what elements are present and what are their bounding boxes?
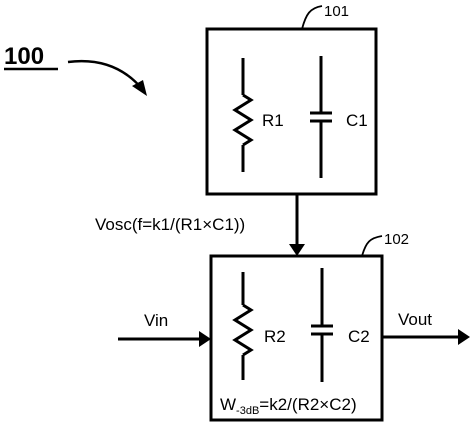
vin-label: Vin	[144, 311, 168, 330]
resistor-r2-label: R2	[264, 327, 286, 346]
reference-101-label: 101	[324, 3, 349, 20]
resistor-r1-label: R1	[262, 111, 284, 130]
reference-100-label: 100	[4, 43, 44, 70]
vout-label: Vout	[398, 310, 432, 329]
vosc-arrowhead	[289, 244, 305, 256]
bandwidth-subscript: -3dB	[236, 405, 259, 417]
capacitor-c2-label: C2	[348, 327, 370, 346]
reference-100-arrowhead	[132, 80, 147, 96]
resistor-r1	[232, 58, 254, 172]
reference-102-label: 102	[384, 231, 409, 248]
vosc-label: Vosc(f=k1/(R1×C1))	[95, 215, 245, 234]
reference-102-leader	[361, 235, 383, 257]
vout-arrowhead	[458, 329, 470, 345]
capacitor-c2	[311, 268, 333, 382]
reference-101-leader	[301, 5, 323, 30]
bandwidth-formula: W-3dB=k2/(R2×C2)	[220, 395, 357, 417]
bandwidth-prefix: W	[220, 395, 236, 414]
capacitor-c1	[310, 56, 332, 178]
reference-100-arrow	[67, 59, 144, 91]
vin-arrowhead	[199, 331, 211, 347]
oscillator-box	[205, 27, 378, 196]
capacitor-c1-label: C1	[346, 111, 368, 130]
resistor-r2	[232, 272, 254, 380]
bandwidth-expression: =k2/(R2×C2)	[259, 395, 356, 414]
